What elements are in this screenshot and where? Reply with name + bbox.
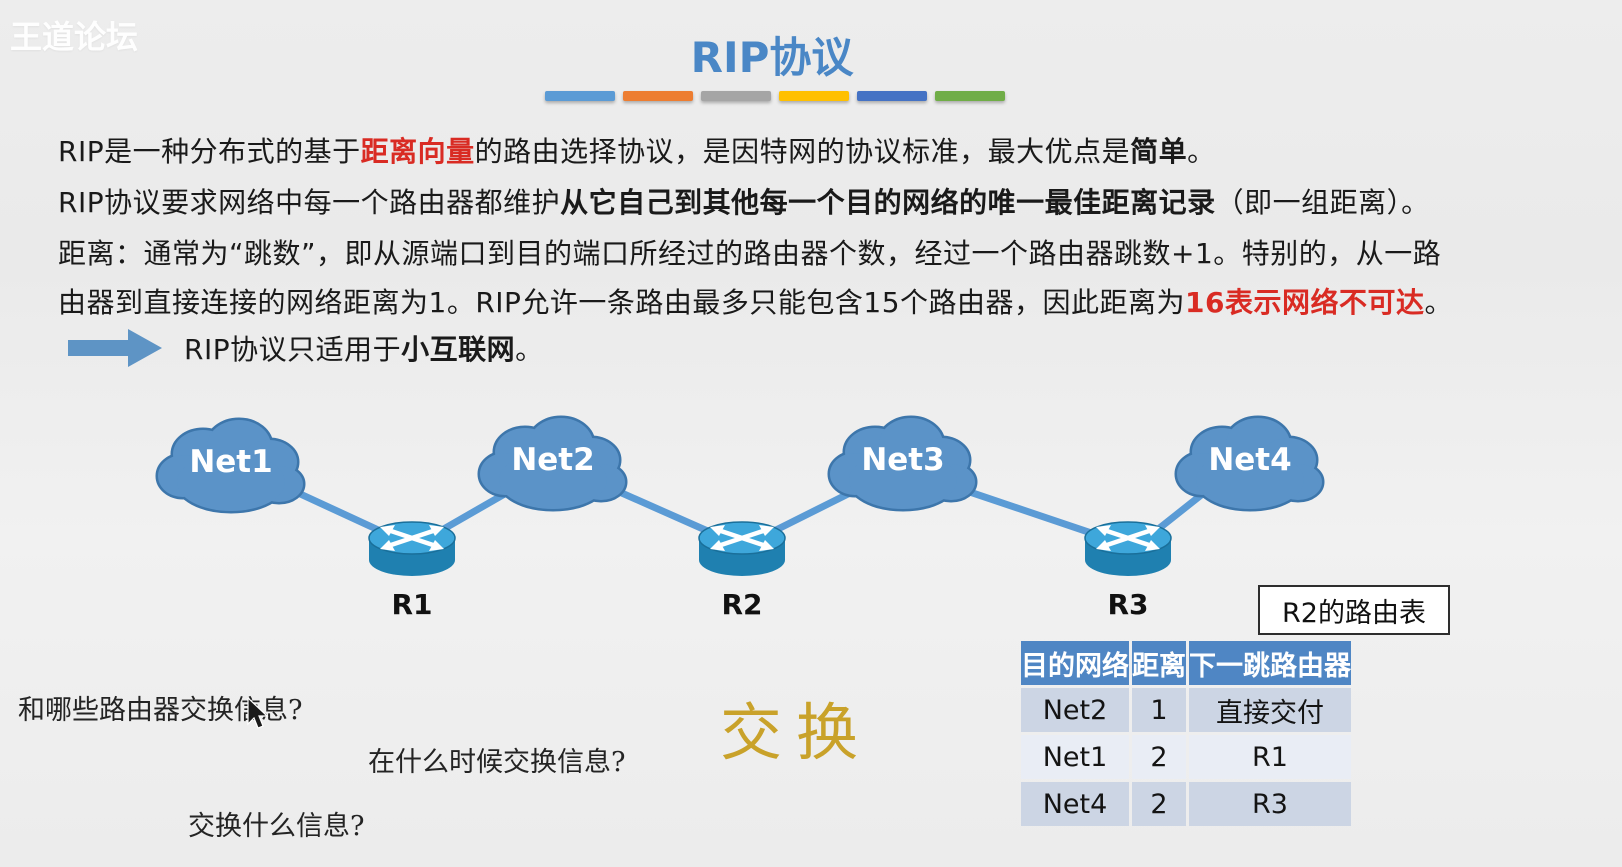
- mouse-cursor: [247, 698, 269, 729]
- arrow-note: RIP协议只适用于小互联网。: [68, 328, 544, 368]
- cloud-net1: Net1: [158, 420, 303, 511]
- cloud-net4: Net4: [1177, 418, 1322, 509]
- exchange-word: 交换: [720, 696, 873, 769]
- router-r3-icon: [1085, 522, 1171, 576]
- highlight-distance-vector: 距离向量: [360, 135, 475, 168]
- text-run: 。: [1187, 135, 1216, 168]
- note-text: RIP协议只适用于小互联网。: [184, 328, 544, 368]
- title-divider-bars: [545, 91, 1005, 101]
- highlight-unreachable: 16表示网络不可达: [1185, 286, 1425, 319]
- divider-bar: [623, 91, 693, 101]
- table-row: Net2 1 直接交付: [1021, 688, 1351, 732]
- link-net3-r3: [948, 482, 1116, 544]
- col-header-dest-network: 目的网络: [1021, 641, 1129, 685]
- table-header-row: 目的网络 距离 下一跳路由器: [1021, 641, 1351, 685]
- router-r2-icon: [699, 522, 785, 576]
- table-cell: 直接交付: [1189, 688, 1351, 732]
- paragraph-rip-requirement: RIP协议要求网络中每一个路由器都维护从它自己到其他每一个目的网络的唯一最佳距离…: [58, 185, 1603, 221]
- table-cell: Net2: [1021, 688, 1129, 732]
- table-cell: 1: [1132, 688, 1186, 732]
- table-cell: R3: [1189, 782, 1351, 826]
- divider-bar: [779, 91, 849, 101]
- cloud-label: Net4: [1208, 442, 1291, 478]
- right-arrow-icon: [68, 329, 162, 367]
- paragraph-distance-line1: 距离：通常为“跳数”，即从源端口到目的端口所经过的路由器个数，经过一个路由器跳数…: [58, 236, 1603, 272]
- text-run: 。: [1424, 286, 1454, 319]
- routing-table: 目的网络 距离 下一跳路由器 Net2 1 直接交付 Net1 2 R1 Net…: [1018, 638, 1354, 829]
- router-r1-icon: [369, 522, 455, 576]
- bold-simple: 简单: [1130, 135, 1188, 168]
- divider-bar: [935, 91, 1005, 101]
- table-cell: Net4: [1021, 782, 1129, 826]
- text-run: RIP协议要求网络中每一个路由器都维护: [58, 186, 561, 219]
- table-row: Net4 2 R3: [1021, 782, 1351, 826]
- col-header-distance: 距离: [1132, 641, 1186, 685]
- router-label-r2: R2: [721, 588, 762, 621]
- cloud-label: Net1: [189, 444, 272, 480]
- table-cell: Net1: [1021, 735, 1129, 779]
- cloud-label: Net3: [861, 442, 944, 478]
- router-label-r1: R1: [391, 588, 432, 621]
- text-run: （即一组距离）。: [1215, 186, 1430, 219]
- text-run: 由器到直接连接的网络距离为1。RIP允许一条路由最多只能包含15个路由器，因此距…: [58, 286, 1186, 319]
- divider-bar: [545, 91, 615, 101]
- cloud-label: Net2: [511, 442, 594, 478]
- text-run: RIP协议只适用于: [184, 333, 402, 366]
- divider-bar: [857, 91, 927, 101]
- paragraph-distance-line2: 由器到直接连接的网络距离为1。RIP允许一条路由最多只能包含15个路由器，因此距…: [58, 285, 1603, 321]
- text-run: RIP是一种分布式的基于: [58, 135, 361, 168]
- watermark-logo: 王道论坛: [10, 18, 139, 56]
- table-cell: R1: [1189, 735, 1351, 779]
- text-run: 。: [515, 333, 544, 366]
- router-label-r3: R3: [1107, 588, 1148, 621]
- text-run: 距离：通常为“跳数”，即从源端口到目的端口所经过的路由器个数，经过一个路由器跳数…: [58, 237, 1442, 270]
- cloud-net2: Net2: [480, 418, 625, 509]
- routing-table-title: R2的路由表: [1282, 597, 1426, 629]
- bold-small-internet: 小互联网: [401, 333, 516, 366]
- table-cell: 2: [1132, 782, 1186, 826]
- network-topology-diagram: Net1 Net2 Net3 Net4 R1 R2 R3: [0, 400, 1622, 621]
- question-when-exchange: 在什么时候交换信息?: [368, 747, 626, 778]
- page-title: RIP协议: [690, 33, 854, 82]
- cloud-net3: Net3: [830, 418, 975, 509]
- text-run: 的路由选择协议，是因特网的协议标准，最大优点是: [474, 135, 1131, 168]
- divider-bar: [701, 91, 771, 101]
- question-what-exchange: 交换什么信息?: [188, 811, 365, 842]
- paragraph-rip-intro: RIP是一种分布式的基于距离向量的路由选择协议，是因特网的协议标准，最大优点是简…: [58, 134, 1603, 170]
- routing-table-title-box: R2的路由表: [1258, 585, 1450, 635]
- table-row: Net1 2 R1: [1021, 735, 1351, 779]
- col-header-next-hop: 下一跳路由器: [1189, 641, 1351, 685]
- bold-best-distance: 从它自己到其他每一个目的网络的唯一最佳距离记录: [560, 186, 1216, 219]
- table-cell: 2: [1132, 735, 1186, 779]
